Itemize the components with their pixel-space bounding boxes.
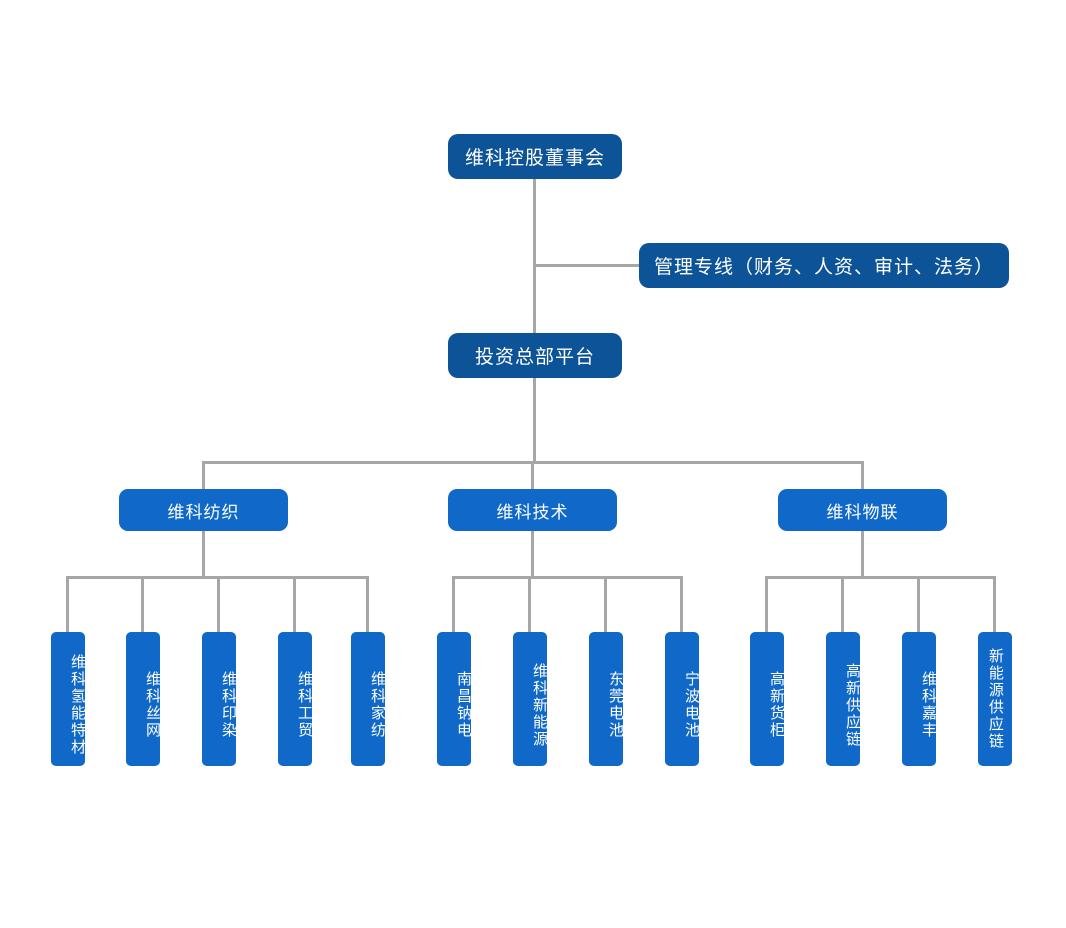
node-leaf-printdye[interactable]: 维科印染 [202,632,237,766]
connector-technology-bar [452,576,683,579]
connector-drop-leaf-hometextile [366,576,369,632]
connector-drop-leaf-hightech-container [765,576,768,632]
connector-drop-leaf-ningbo-battery [680,576,683,632]
connector-textile-stem [202,531,205,578]
node-division-iot[interactable]: 维科物联 [778,489,947,531]
node-leaf-hydrogen[interactable]: 维科氢能特材 [51,632,86,766]
connector-iot-stem [861,531,864,578]
node-leaf-industrytrade[interactable]: 维科工贸 [278,632,313,766]
node-leaf-silknet[interactable]: 维科丝网 [126,632,161,766]
connector-board-to-hq [533,178,536,333]
connector-drop-leaf-silknet [141,576,144,632]
node-investment-hq[interactable]: 投资总部平台 [448,333,622,378]
node-leaf-nanchang-sodium[interactable]: 南昌钠电 [437,632,472,766]
connector-hq-to-divisions [533,378,536,463]
node-leaf-dongguan-battery[interactable]: 东莞电池 [589,632,624,766]
connector-drop-leaf-newenergy-supply [993,576,996,632]
node-division-textile[interactable]: 维科纺织 [119,489,288,531]
connector-drop-leaf-hightech-supply [841,576,844,632]
node-leaf-newenergy-supply[interactable]: 新能源供应链 [978,632,1012,766]
connector-drop-leaf-nanchang-sodium [452,576,455,632]
connector-drop-division-iot [861,461,864,489]
connector-drop-leaf-printdye [217,576,220,632]
node-leaf-hightech-container[interactable]: 高新货柜 [750,632,785,766]
connector-drop-leaf-jiafeng [917,576,920,632]
connector-drop-division-textile [202,461,205,489]
connector-drop-leaf-hydrogen [66,576,69,632]
node-leaf-ningbo-battery[interactable]: 宁波电池 [665,632,700,766]
node-leaf-newenergy[interactable]: 维科新能源 [513,632,548,766]
connector-drop-leaf-industrytrade [293,576,296,632]
connector-drop-leaf-dongguan-battery [604,576,607,632]
node-leaf-jiafeng[interactable]: 维科嘉丰 [902,632,937,766]
node-division-technology[interactable]: 维科技术 [448,489,617,531]
node-board[interactable]: 维科控股董事会 [448,134,622,179]
node-leaf-hightech-supply[interactable]: 高新供应链 [826,632,861,766]
connector-iot-bar [765,576,996,579]
node-management-line[interactable]: 管理专线（财务、人资、审计、法务） [639,243,1009,288]
connector-drop-division-technology [531,461,534,489]
node-leaf-hometextile[interactable]: 维科家纺 [351,632,386,766]
connector-board-to-management-line [533,264,640,267]
connector-drop-leaf-newenergy [528,576,531,632]
connector-technology-stem [531,531,534,578]
